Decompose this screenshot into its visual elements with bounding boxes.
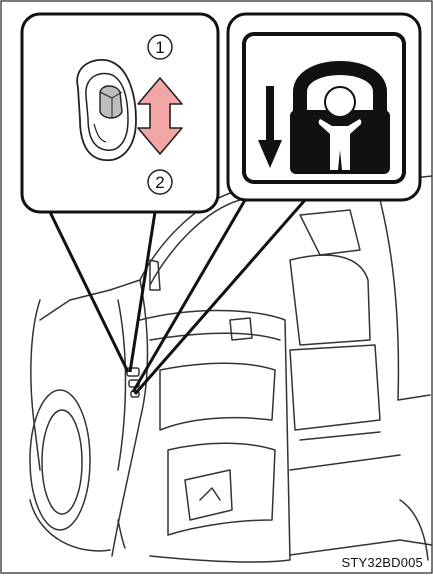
image-code: STY32BD005	[342, 555, 424, 570]
marker-2: 2	[148, 170, 172, 194]
marker-1-label: 1	[155, 38, 164, 57]
marker-2-label: 2	[155, 173, 164, 192]
child-lock-symbol-callout	[228, 14, 420, 200]
lock-switch-callout: 1 2	[22, 14, 218, 212]
marker-1: 1	[148, 35, 172, 59]
